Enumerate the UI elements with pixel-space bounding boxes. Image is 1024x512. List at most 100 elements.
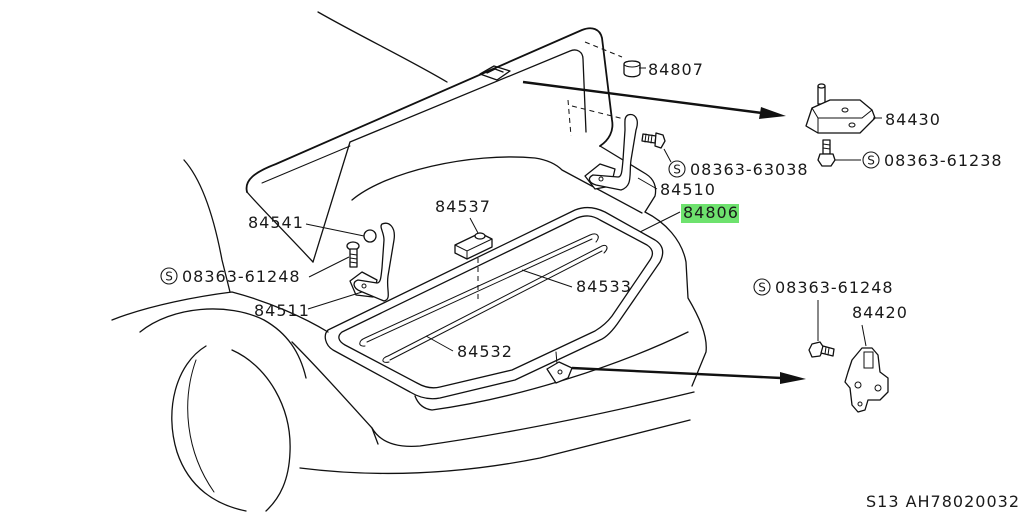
hinge-bracket-hole-a: [841, 107, 849, 113]
rear-shelf-edge: [351, 156, 643, 214]
trunk-lid-inner-panel: [312, 49, 587, 263]
rod-84532-right-hook: [599, 244, 608, 254]
striker-line: [555, 351, 558, 365]
arrow-to-lock: [571, 366, 806, 384]
part-84420-lock: [844, 347, 889, 413]
lock-bolt-shaft: [820, 345, 835, 357]
lock-bolt-thread: [824, 346, 830, 356]
trunk-lid-lower-edge: [246, 191, 314, 263]
rod-84533-left-hook: [359, 337, 366, 347]
guide-line-lid-inner: [567, 99, 572, 137]
screw-symbol-circle: [862, 151, 880, 169]
hinge-hole: [598, 176, 604, 182]
hinge-bolt-head: [654, 132, 666, 149]
stopper-top-face: [454, 238, 493, 260]
weatherstrip-outer: [324, 206, 664, 400]
hinge-bracket-plate: [805, 99, 876, 134]
leader-line-63038: [663, 148, 672, 163]
bracket-bolt-thread: [822, 143, 831, 150]
part-84533-torsion-rod: [359, 233, 599, 347]
hinge-bracket-edge: [811, 107, 873, 134]
label-08363-63038: S 08363-63038: [668, 160, 809, 179]
trunk-lid-outer-edge: [245, 27, 614, 193]
bracket-bolt-61238: [817, 139, 836, 167]
striker-hole: [557, 369, 563, 375]
part-84541-rubber-cap: [363, 229, 377, 243]
hinge-bolt-thread: [644, 133, 653, 144]
weatherstrip-inner: [338, 215, 654, 389]
lock-body: [844, 347, 889, 413]
label-84807: 84807: [648, 60, 704, 79]
arrow-shaft: [571, 366, 782, 380]
label-08363-61248-right: S 08363-61248: [753, 278, 894, 297]
lock-bolt-head: [808, 341, 825, 358]
leader-line-84806: [639, 211, 681, 233]
screw-symbol: S: [673, 163, 681, 177]
label-84806: 84806: [683, 203, 739, 222]
trunk-lid-inner-lip: [261, 145, 351, 184]
screw-symbol-circle: [160, 267, 178, 285]
body-right-outer-edge: [644, 211, 707, 387]
lock-slot: [863, 351, 874, 369]
rod-84533-edge-b: [366, 238, 593, 343]
car-body: [111, 11, 707, 512]
label-84532: 84532: [457, 342, 513, 361]
part-84532-torsion-rod: [382, 244, 608, 363]
screw-symbol: S: [867, 154, 875, 168]
guide-line-grommet: [584, 41, 623, 58]
grommet-body: [623, 60, 641, 78]
c-pillar-line: [183, 159, 231, 293]
hinge-bolt-63038: [641, 132, 666, 149]
rod-84532-edge-b: [389, 250, 603, 361]
lock-hole-a: [854, 381, 862, 389]
stopper-cap: [474, 232, 486, 240]
screw-symbol-circle: [753, 278, 771, 296]
label-84430: 84430: [885, 110, 941, 129]
hinge-bracket-post: [817, 85, 826, 105]
hinge-bracket-hole-b: [848, 122, 856, 128]
arrow-shaft: [522, 80, 763, 115]
leader-line-84537: [469, 217, 479, 234]
leader-line-84541: [305, 223, 365, 237]
leader-line-84510: [637, 177, 658, 190]
model-code: S13: [866, 492, 900, 511]
roof-edge-line: [317, 11, 448, 83]
left-hinge-arm: [353, 222, 395, 302]
diagram-reference: AH78020032: [906, 492, 1020, 511]
part-84511-left-hinge: [349, 222, 395, 302]
leader-line-84511: [307, 291, 363, 310]
stopper-body: [454, 232, 493, 260]
body-side-line: [111, 291, 329, 333]
label-08363-61248-left: S 08363-61248: [160, 267, 301, 286]
tire-outer-edge: [171, 345, 247, 512]
hinge-bracket-post-cap: [817, 83, 826, 89]
rubber-cap: [363, 229, 377, 243]
label-84533: 84533: [576, 277, 632, 296]
rod-84532-left-hook: [382, 355, 390, 363]
arrow-head: [759, 107, 786, 119]
part-labels: 84807 84430 S 08363-63038 S 08363-61238 …: [160, 60, 1002, 361]
lid-hinge-mount: [479, 65, 511, 81]
screw-symbol-circle: [668, 160, 686, 178]
lock-hole-c: [857, 401, 863, 407]
body-right-inner-edge: [599, 145, 657, 213]
arrow-head: [780, 372, 806, 384]
wheel-arch-line: [139, 308, 307, 379]
tire-sidewall: [231, 349, 291, 512]
label-84510: 84510: [660, 180, 716, 199]
rod-84532-edge-a: [387, 246, 601, 357]
label-84537: 84537: [435, 197, 491, 216]
leader-line-84533: [521, 269, 573, 288]
arrow-to-hinge-bracket: [522, 80, 786, 119]
part-84510-hinge: [584, 113, 638, 191]
grommet-top: [623, 60, 641, 68]
label-84511: 84511: [254, 301, 310, 320]
lock-bolt-61248: [808, 341, 835, 358]
label-text-08363-63038: 08363-63038: [690, 160, 809, 179]
label-text-08363-61248-left: 08363-61248: [182, 267, 301, 286]
leader-line-61248-left: [308, 256, 350, 278]
leader-line-84420: [861, 324, 867, 347]
striker-body: [546, 361, 573, 384]
label-text-08363-61248-right: 08363-61248: [775, 278, 894, 297]
